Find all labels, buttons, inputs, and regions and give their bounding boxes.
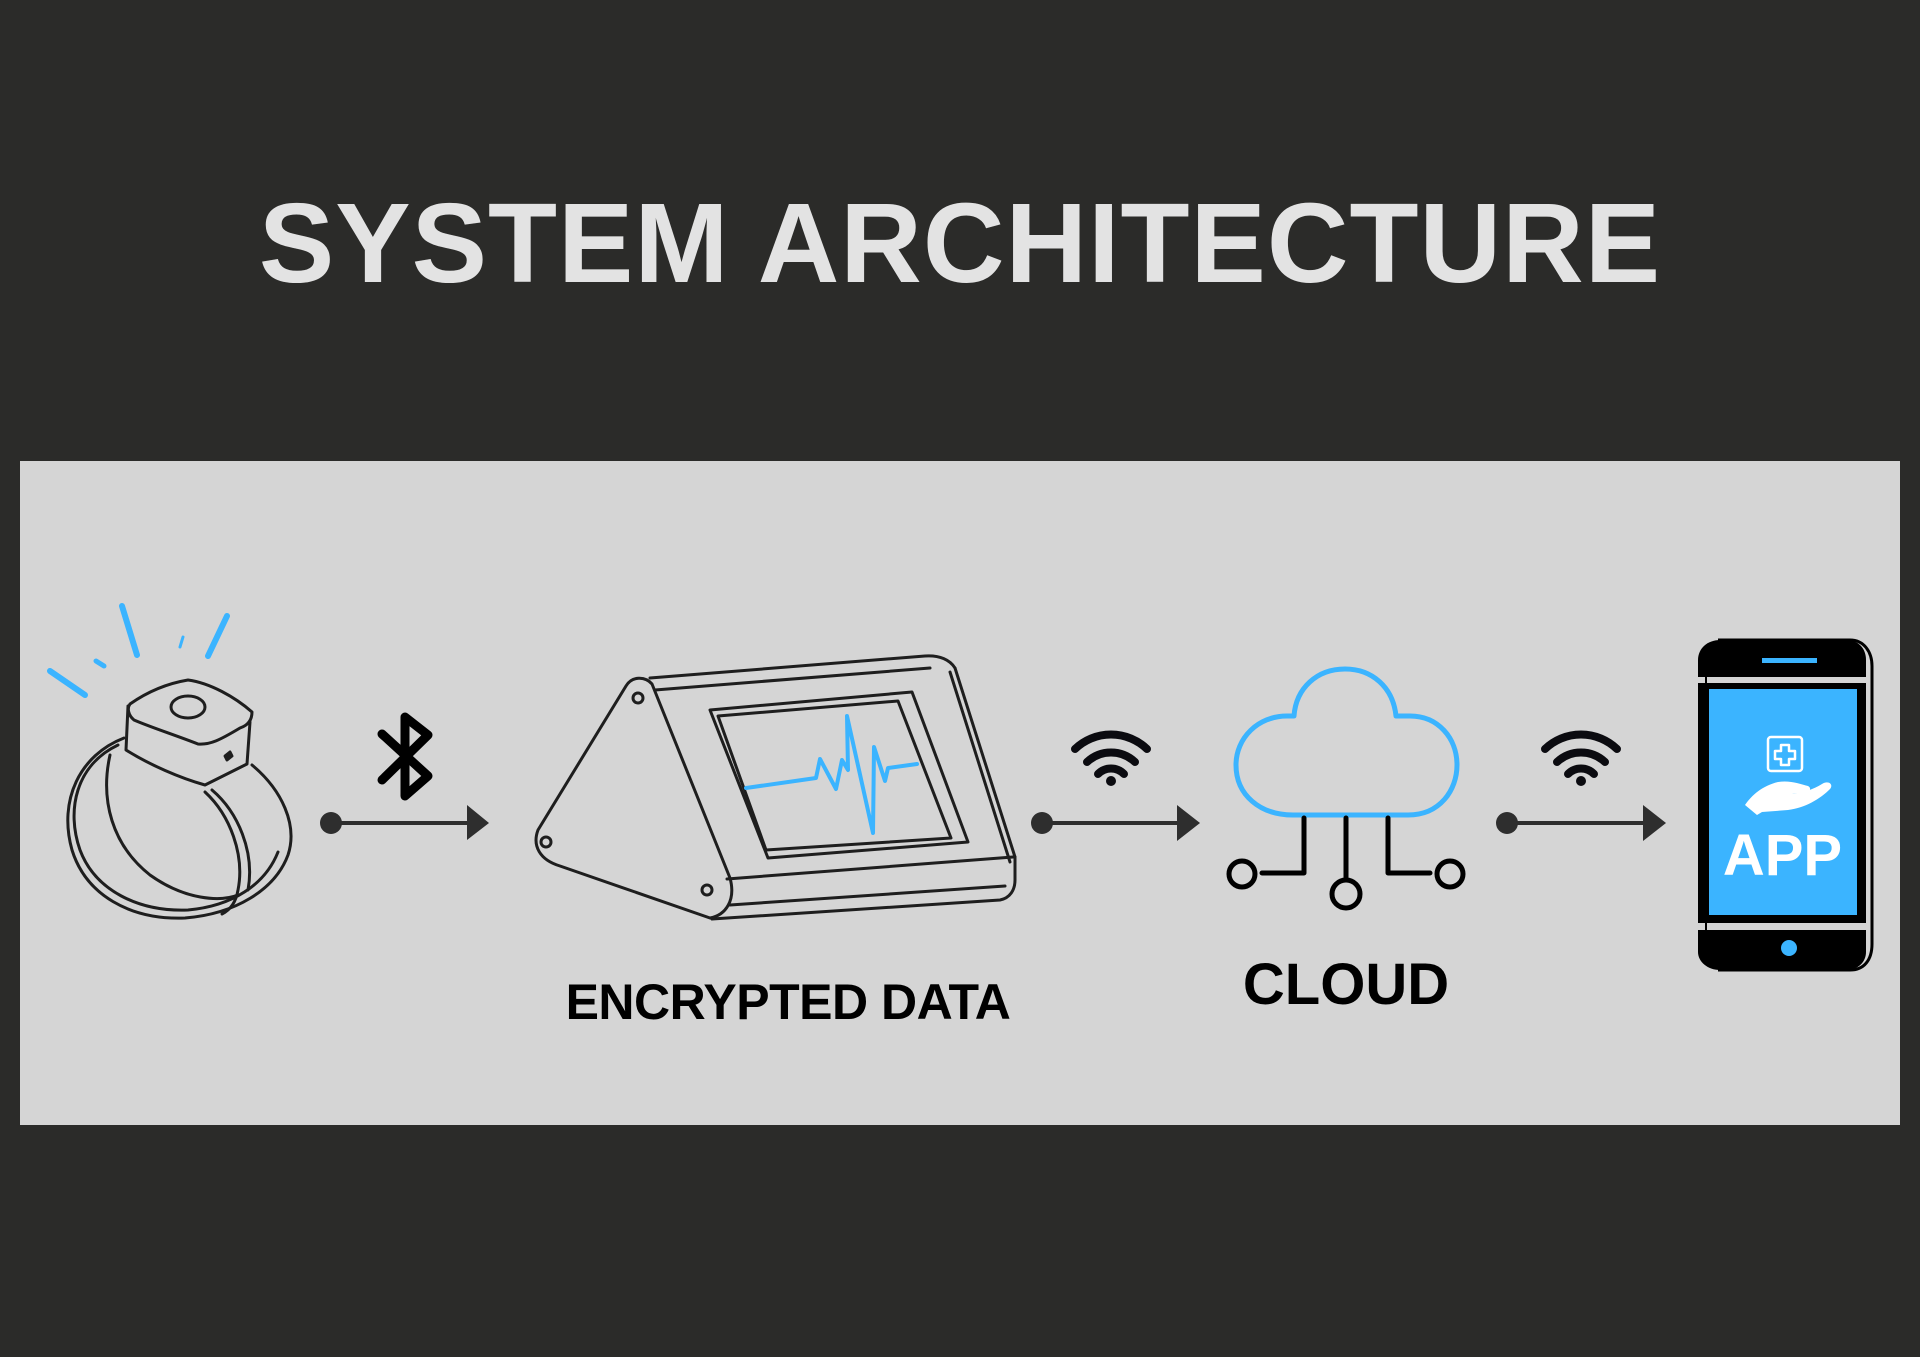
caring-hand-icon bbox=[1745, 781, 1832, 815]
architecture-panel bbox=[20, 461, 1900, 1125]
app-label: APP bbox=[1722, 823, 1843, 888]
notification-sparks-icon bbox=[47, 603, 230, 698]
smart-ring-icon bbox=[47, 603, 293, 920]
cloud-network-icon bbox=[1226, 666, 1466, 911]
monitor-device-icon bbox=[534, 654, 1017, 921]
smartphone-icon bbox=[1698, 638, 1874, 972]
wifi-icon bbox=[1071, 730, 1151, 786]
page-title: SYSTEM ARCHITECTURE bbox=[258, 180, 1662, 306]
ecg-waveform-icon bbox=[744, 714, 919, 835]
home-button-icon bbox=[1781, 940, 1797, 956]
medical-cross-icon bbox=[1766, 735, 1804, 773]
encrypted-data-label: ENCRYPTED DATA bbox=[565, 974, 1011, 1030]
connector-arrow-3 bbox=[1496, 805, 1666, 841]
cloud-label: CLOUD bbox=[1242, 952, 1450, 1017]
connector-arrow-1 bbox=[320, 805, 489, 840]
wifi-icon bbox=[1541, 730, 1621, 786]
connector-arrow-2 bbox=[1031, 805, 1200, 841]
bluetooth-icon bbox=[377, 712, 433, 801]
